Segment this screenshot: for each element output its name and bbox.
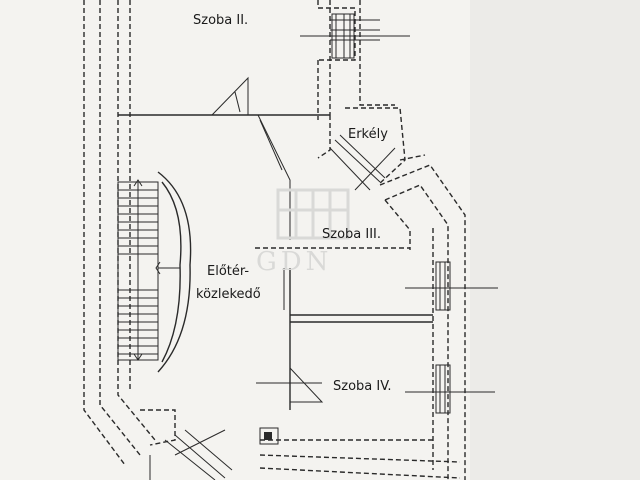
door-szoba-ii (211, 76, 249, 116)
szoba-iii-walls (255, 114, 466, 480)
bottom-walls (140, 409, 461, 479)
left-outer-wall (83, 0, 156, 466)
room-label-erkely: Erkély (348, 127, 388, 142)
watermark: GDN (256, 188, 350, 277)
erkely-balcony (317, 107, 406, 191)
partition-iii-iv (283, 268, 433, 410)
window-szoba-ii (300, 13, 410, 59)
window-szoba-iii (405, 261, 498, 311)
door-szoba-iv (256, 367, 324, 403)
room-label-szoba-iii: Szoba III. (322, 227, 381, 242)
paper-shadow (470, 0, 640, 480)
room-label-eloter-line2: közlekedő (196, 287, 261, 302)
room-label-szoba-iv: Szoba IV. (333, 379, 392, 394)
window-szoba-iv (405, 364, 495, 414)
room-label-szoba-ii: Szoba II. (193, 13, 248, 28)
watermark-text: GDN (256, 247, 332, 277)
room-label-eloter-line1: Előtér- (207, 264, 249, 279)
szoba-ii-walls (118, 0, 395, 120)
bottom-stairs (149, 429, 233, 480)
stair-rail (155, 171, 192, 373)
